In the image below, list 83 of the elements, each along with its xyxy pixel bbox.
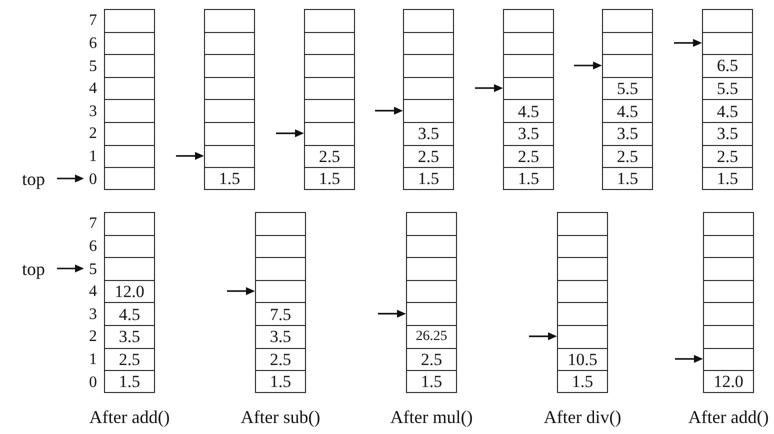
arrow [57, 174, 84, 182]
pointer-label: top [22, 170, 46, 188]
stack-column [255, 212, 306, 393]
cell-value: 1.5 [318, 170, 340, 188]
arrow [375, 106, 403, 115]
cell-value: 3.5 [518, 125, 540, 142]
cell-value: 4.5 [518, 102, 540, 120]
arrow [176, 152, 204, 160]
stack-column [702, 9, 753, 190]
cell-value: 1.5 [572, 373, 594, 390]
cell-value: 3.5 [418, 125, 440, 142]
index-number: 5 [87, 262, 99, 278]
cell-value: 1.5 [270, 373, 292, 390]
cell-value: 10.5 [568, 350, 598, 368]
cell-value: 12.0 [714, 373, 744, 390]
arrow [378, 310, 406, 318]
arrow [276, 129, 304, 138]
arrow [529, 332, 557, 340]
stack-column [104, 212, 155, 393]
cell-value: 7.5 [270, 306, 292, 323]
cell-value: 2.5 [716, 148, 738, 165]
stack-caption: After add() [89, 408, 170, 426]
stack-caption: After add() [688, 408, 769, 426]
cell-value: 12.0 [114, 283, 144, 300]
index-number: 4 [88, 284, 98, 300]
index-number: 0 [88, 374, 98, 390]
index-number: 6 [88, 36, 98, 52]
index-number: 0 [87, 172, 99, 188]
arrow [57, 264, 84, 272]
stack-column [602, 9, 653, 190]
arrow [227, 287, 255, 296]
stack-column [557, 212, 608, 393]
cell-value: 2.5 [118, 350, 140, 368]
cell-value: 3.5 [716, 125, 738, 142]
arrow [674, 38, 702, 47]
index-number: 7 [88, 216, 98, 232]
stack-caption: After div() [544, 408, 622, 426]
cell-value: 2.5 [518, 148, 540, 165]
index-number: 2 [88, 126, 98, 142]
stack-column [406, 212, 457, 393]
cell-value: 1.5 [616, 170, 638, 188]
arrow [475, 84, 503, 92]
cell-value: 1.5 [218, 170, 240, 188]
stack-column [403, 9, 454, 190]
cell-value: 4.5 [716, 102, 738, 120]
cell-value: 1.5 [418, 170, 440, 188]
stack-caption: After mul() [390, 408, 473, 426]
stack-column [703, 212, 754, 393]
index-number: 3 [88, 306, 98, 323]
index-number: 5 [88, 58, 98, 74]
index-number: 7 [88, 13, 98, 30]
cell-value: 1.5 [518, 170, 540, 188]
stack-column [204, 9, 255, 190]
stack-column [104, 9, 155, 190]
index-number: 4 [88, 81, 98, 98]
cell-value: 1.5 [118, 373, 140, 390]
cell-value: 1.5 [716, 170, 738, 188]
cell-value: 2.5 [616, 148, 638, 165]
cell-value: 2.5 [418, 148, 440, 165]
cell-value: 5.5 [716, 80, 738, 98]
cell-value: 2.5 [420, 350, 442, 368]
cell-value: 4.5 [118, 306, 140, 323]
cell-value: 4.5 [616, 102, 638, 120]
stack-column [503, 9, 554, 190]
cell-value: 26.25 [416, 330, 448, 344]
cell-value: 3.5 [270, 328, 292, 346]
index-number: 3 [88, 104, 98, 120]
cell-value: 6.5 [716, 57, 738, 74]
stack-caption: After sub() [240, 408, 320, 426]
cell-value: 3.5 [616, 125, 638, 142]
index-number: 6 [88, 238, 98, 255]
cell-value: 1.5 [420, 373, 442, 390]
cell-value: 5.5 [616, 80, 638, 98]
index-number: 1 [88, 352, 98, 368]
arrow [675, 354, 703, 363]
index-number: 1 [88, 148, 98, 165]
arrow [574, 62, 602, 70]
stack-column [304, 9, 355, 190]
cell-value: 3.5 [118, 328, 140, 346]
pointer-label: top [22, 260, 46, 278]
index-number: 2 [88, 329, 98, 346]
cell-value: 2.5 [270, 350, 292, 368]
cell-value: 2.5 [318, 148, 340, 165]
